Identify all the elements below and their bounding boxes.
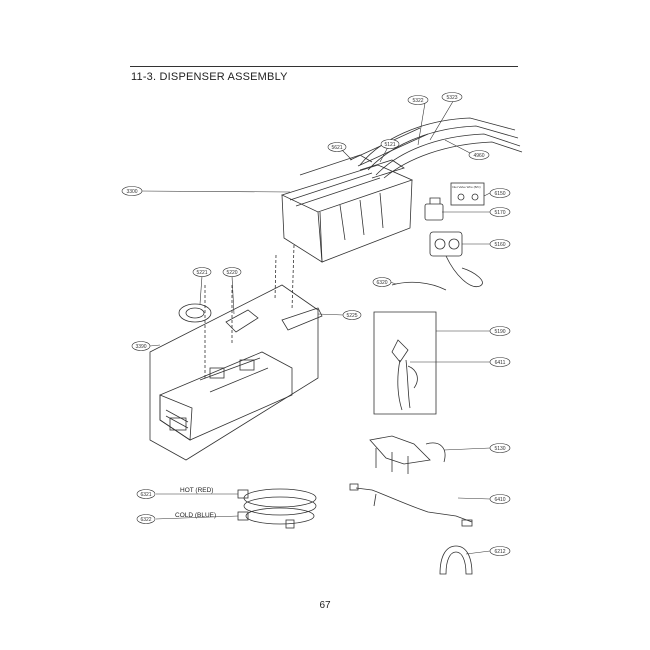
cold-hose-caption: COLD (BLUE) — [175, 512, 216, 519]
callout: 6410 — [489, 494, 511, 504]
svg-text:5323: 5323 — [446, 95, 457, 101]
wire-harness — [369, 435, 446, 474]
svg-text:5170: 5170 — [494, 210, 505, 216]
cable — [349, 483, 473, 527]
section-title: 11-3. DISPENSER ASSEMBLY — [131, 71, 288, 83]
callout: 6322 — [136, 514, 156, 524]
fill-module-box — [373, 311, 437, 415]
svg-text:5220: 5220 — [226, 270, 237, 276]
callout: 5160 — [489, 239, 511, 249]
guide-lines — [204, 244, 295, 380]
drawer-frame — [149, 284, 319, 461]
callout: 5322 — [407, 95, 429, 105]
callouts: 5322 5323 5621 5121 4960 3300 6150 5170 … — [121, 92, 511, 556]
inlet-valve — [424, 197, 483, 288]
hot-hose-caption: HOT (RED) — [180, 487, 213, 494]
callout: 5323 — [441, 92, 463, 102]
leader-lines — [139, 97, 491, 555]
svg-text:6320: 6320 — [376, 280, 387, 286]
svg-text:6212: 6212 — [494, 549, 505, 555]
callout: 6320 — [372, 277, 392, 287]
svg-text:5190: 5190 — [494, 329, 505, 335]
svg-text:6322: 6322 — [140, 517, 151, 523]
valve-label-text: Inlet Valve Wire (B/C) — [452, 185, 481, 189]
callout: 6212 — [489, 546, 511, 556]
svg-text:6410: 6410 — [494, 497, 505, 503]
svg-text:6150: 6150 — [494, 191, 505, 197]
small-wire — [391, 281, 447, 291]
svg-text:6321: 6321 — [140, 492, 151, 498]
svg-text:5121: 5121 — [384, 142, 395, 148]
callout: 5130 — [489, 443, 511, 453]
u-clip — [439, 545, 473, 575]
callout: 3300 — [121, 186, 143, 196]
softener-cap — [178, 303, 212, 323]
inlet-hoses — [237, 488, 317, 529]
svg-text:3300: 3300 — [126, 189, 137, 195]
callout: 5225 — [342, 310, 362, 320]
svg-text:5322: 5322 — [412, 98, 423, 104]
callout: 6321 — [136, 489, 156, 499]
callout: 5621 — [327, 142, 347, 152]
callout: 5190 — [489, 326, 511, 336]
hose-bundle — [349, 117, 523, 179]
svg-text:6411: 6411 — [495, 360, 506, 366]
callout: 4960 — [468, 150, 490, 160]
callout: 5220 — [222, 267, 242, 277]
bleach-cup — [225, 309, 259, 333]
svg-text:5160: 5160 — [494, 242, 505, 248]
svg-text:3390: 3390 — [135, 344, 146, 350]
callout: 5221 — [192, 267, 212, 277]
callout: 6150 — [489, 188, 511, 198]
detergent-drawer — [159, 351, 293, 441]
svg-text:5621: 5621 — [331, 145, 342, 151]
svg-text:4960: 4960 — [473, 153, 484, 159]
siphon-cap — [281, 307, 323, 331]
svg-text:5225: 5225 — [346, 313, 357, 319]
page-number: 67 — [319, 600, 331, 611]
valve-label-box — [450, 182, 485, 206]
dispenser-housing — [280, 154, 414, 263]
callout: 3390 — [131, 341, 151, 351]
callout: 5170 — [489, 207, 511, 217]
header-rule — [130, 66, 518, 67]
svg-text:5221: 5221 — [196, 270, 207, 276]
svg-text:5130: 5130 — [494, 446, 505, 452]
callout: 5121 — [380, 139, 400, 149]
callout: 6411 — [489, 357, 511, 367]
